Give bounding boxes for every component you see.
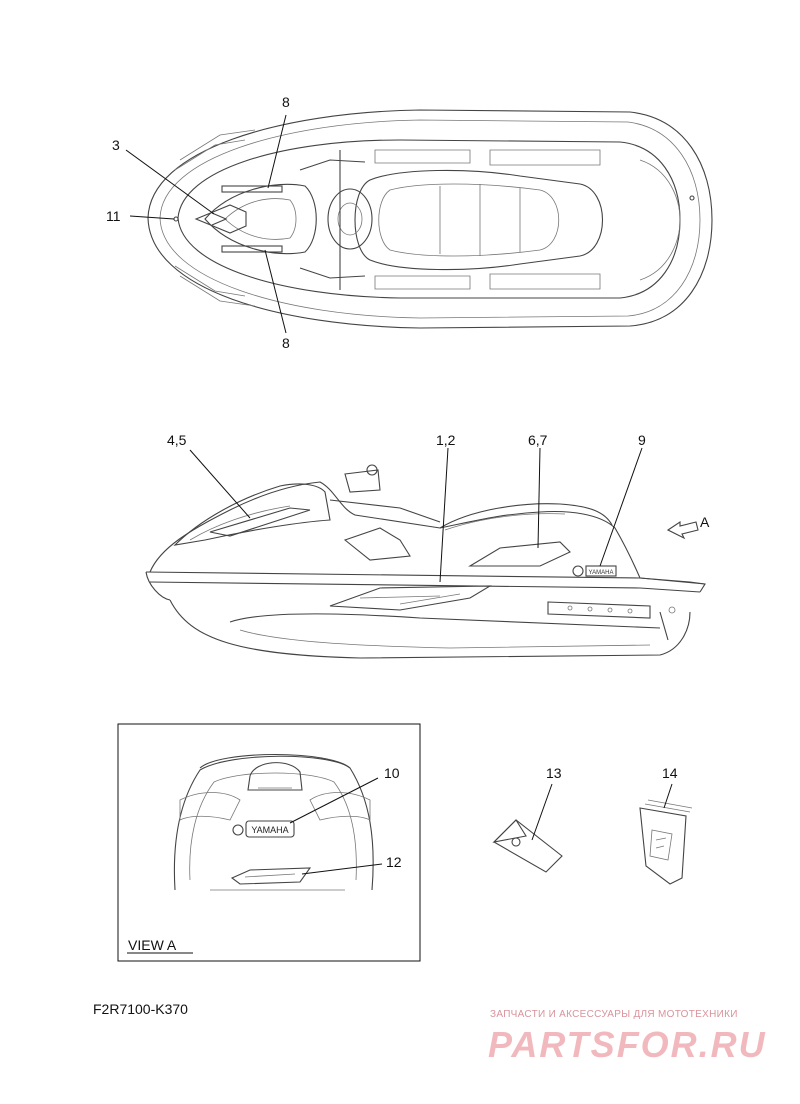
view-a-arrow bbox=[666, 520, 699, 540]
side-view-watercraft: YAMAHA bbox=[145, 464, 706, 659]
part-14-booklet bbox=[639, 783, 693, 885]
side-view-leaders bbox=[189, 447, 643, 583]
callout-14: 14 bbox=[662, 765, 678, 781]
callout-8-lower: 8 bbox=[282, 335, 290, 351]
watermark-tagline: ЗАПЧАСТИ И АКСЕССУАРЫ ДЛЯ МОТОТЕХНИКИ bbox=[490, 1009, 738, 1020]
callout-9: 9 bbox=[638, 432, 646, 448]
callout-1-2: 1,2 bbox=[436, 432, 456, 448]
top-view-leaders bbox=[125, 114, 287, 334]
callout-11: 11 bbox=[106, 208, 121, 224]
callout-13: 13 bbox=[546, 765, 562, 781]
callout-a: A bbox=[700, 514, 710, 530]
callout-3: 3 bbox=[112, 137, 120, 153]
view-a-inset: YAMAHA VIEW A bbox=[117, 723, 421, 962]
callout-10: 10 bbox=[384, 765, 400, 781]
yamaha-badge-inset: YAMAHA bbox=[251, 825, 288, 835]
drawing-code: F2R7100-K370 bbox=[93, 1001, 188, 1017]
callout-12: 12 bbox=[386, 854, 402, 870]
watermark-logo: PARTSFOR.RU bbox=[488, 1024, 767, 1065]
callout-6-7: 6,7 bbox=[528, 432, 548, 448]
yamaha-badge-side: YAMAHA bbox=[589, 570, 614, 576]
top-view-watercraft bbox=[147, 109, 713, 329]
part-13-pouch bbox=[492, 783, 563, 873]
view-a-label: VIEW A bbox=[128, 937, 177, 953]
callout-8-upper: 8 bbox=[282, 94, 290, 110]
callout-4-5: 4,5 bbox=[167, 432, 187, 448]
